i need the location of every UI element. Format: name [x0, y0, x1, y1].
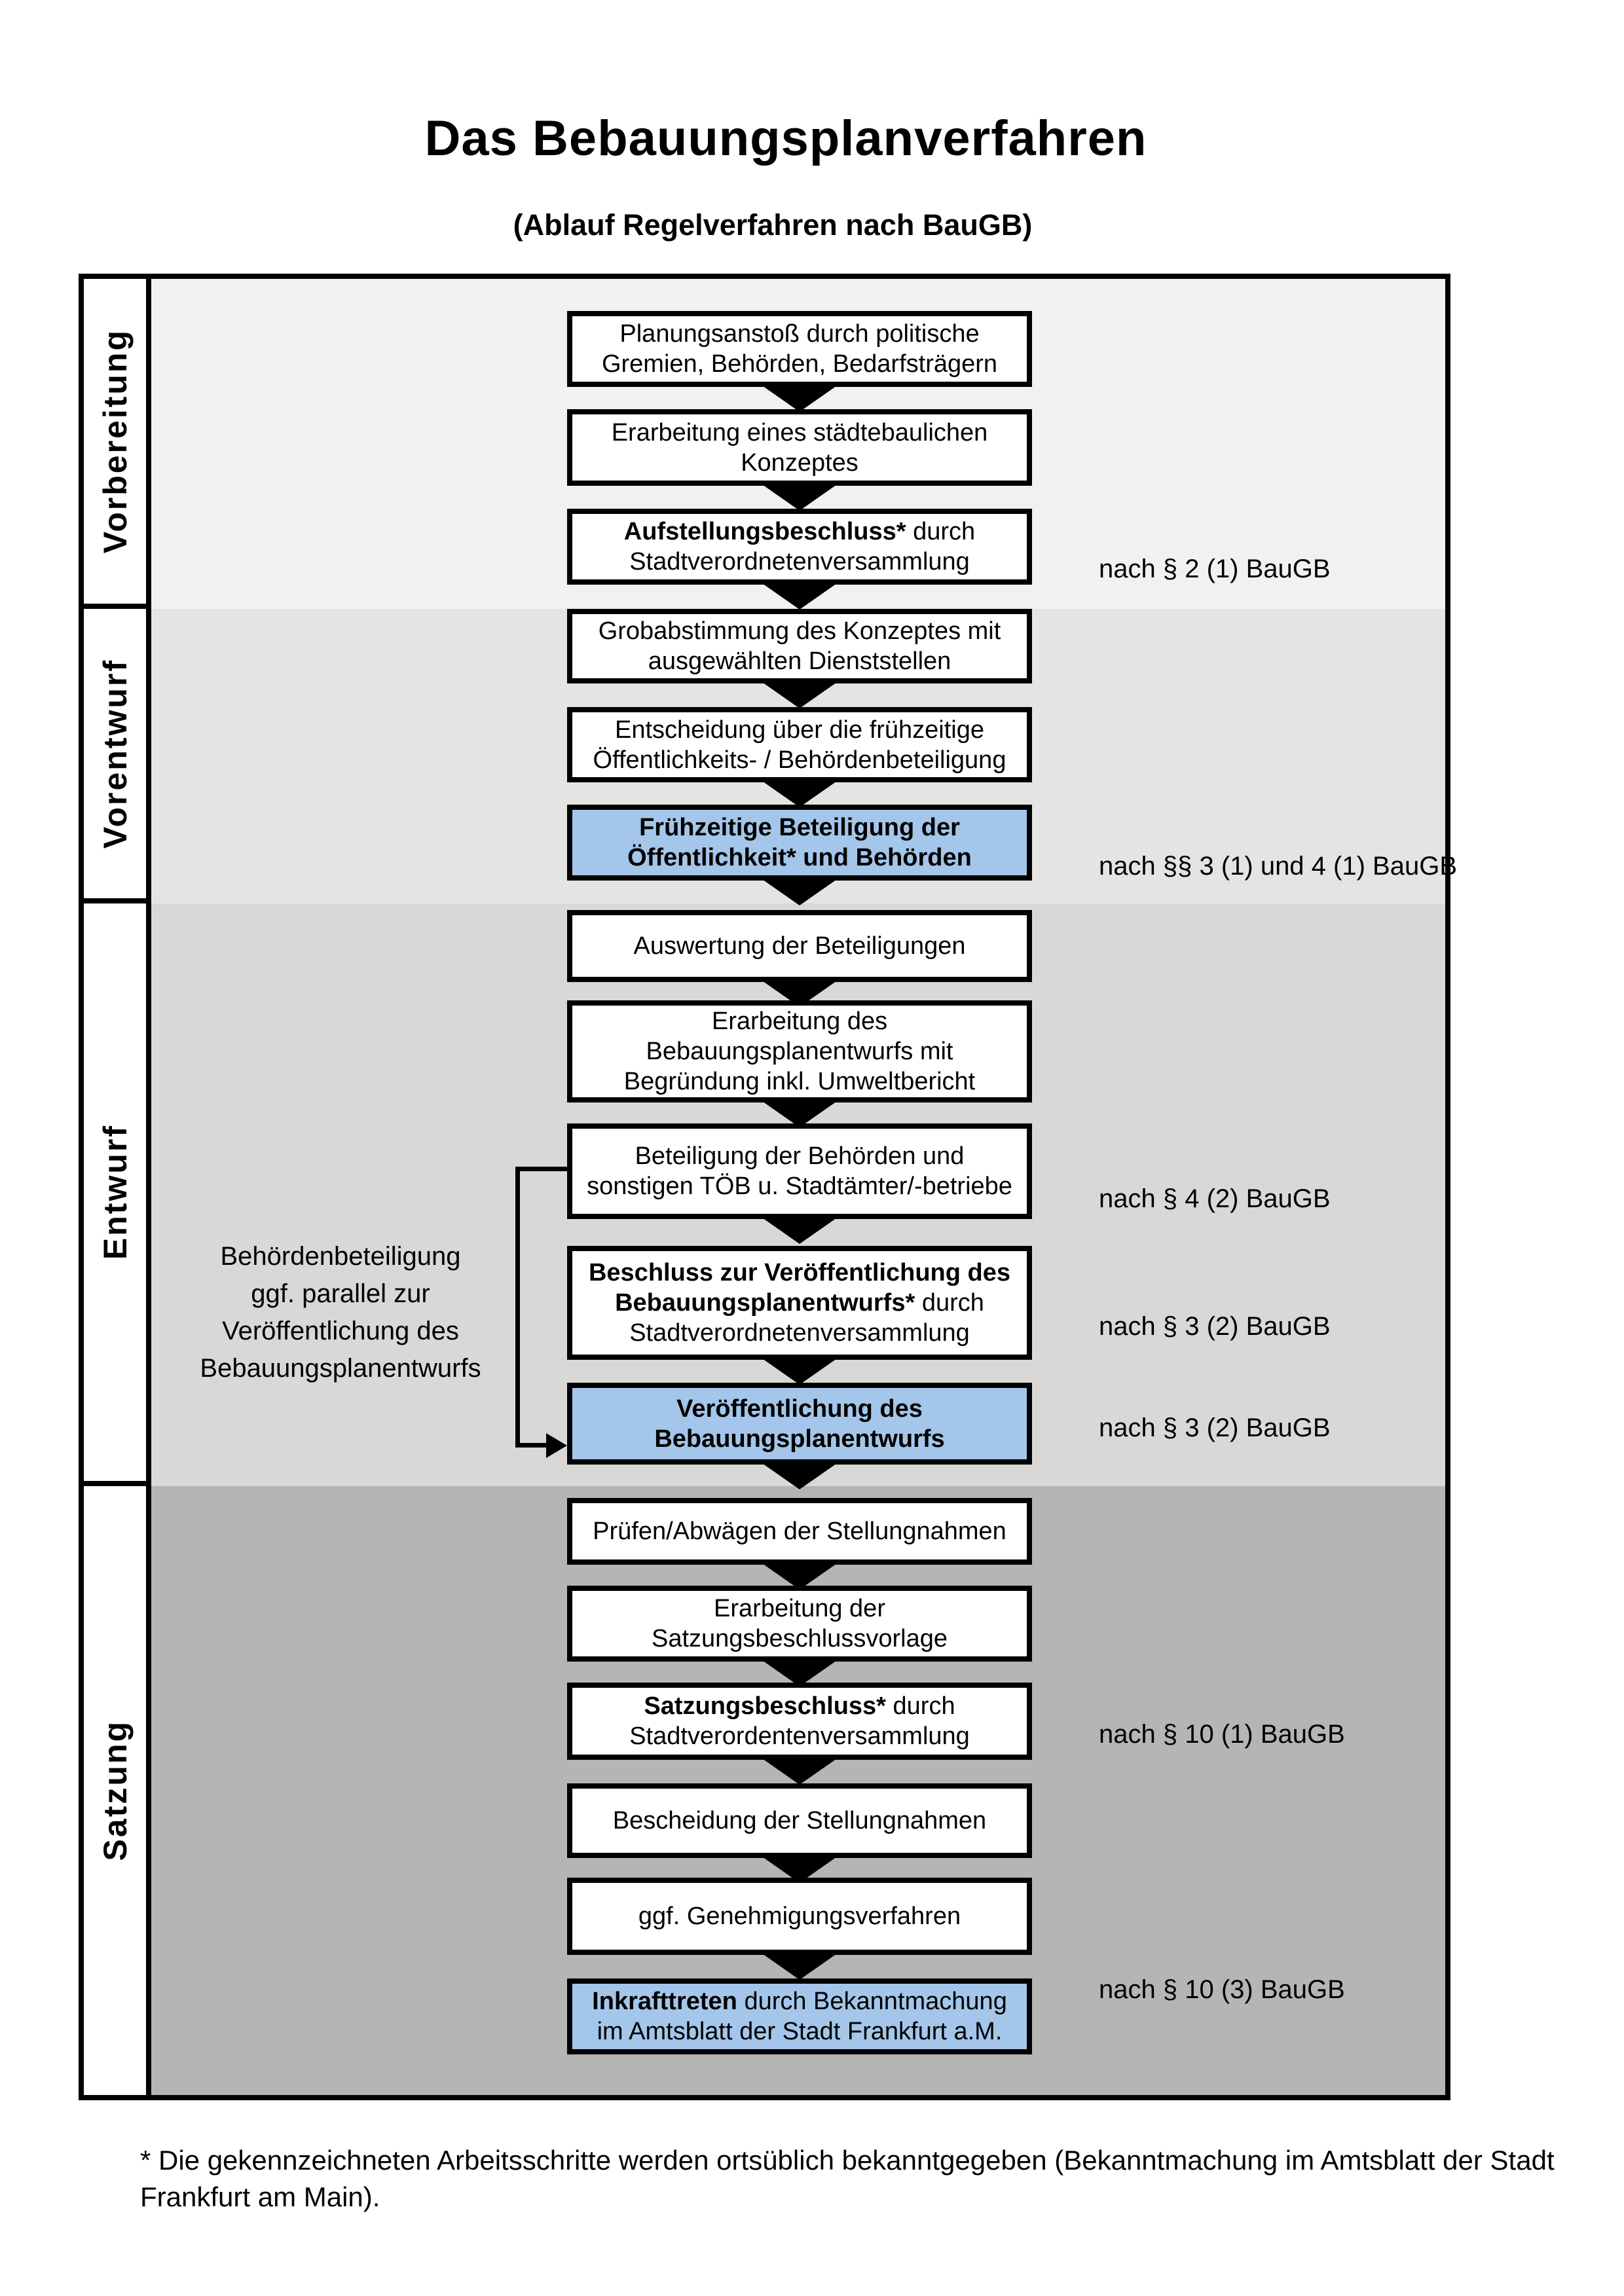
- page-subtitle: (Ablauf Regelverfahren nach BauGB): [513, 208, 1033, 242]
- flow-step-auswertung-beteiligungen: Auswertung der Beteiligungen: [567, 910, 1032, 982]
- flow-arrow-down-icon: [760, 780, 839, 807]
- step-text-line: Veröffentlichung des: [676, 1394, 923, 1423]
- step-text-line: Bebauungsplanentwurfs: [654, 1425, 945, 1453]
- footnote-line: Frankfurt am Main).: [140, 2181, 380, 2212]
- flow-step-genehmigungsverfahren: ggf. Genehmigungsverfahren: [567, 1878, 1032, 1955]
- step-text-line: sonstigen TÖB u. Stadtämter/-betriebe: [587, 1173, 1012, 1200]
- phase-label-column: Vorbereitung Vorentwurf Entwurf Satzung: [84, 279, 151, 2095]
- step-text-line: Stadtverordnetenversammlung: [629, 1319, 970, 1347]
- flow-arrow-down-icon: [760, 1952, 839, 1980]
- step-text-line: Bebauungsplanentwurfs* durch: [615, 1289, 984, 1317]
- side-note-line: Bebauungsplanentwurfs: [200, 1354, 481, 1383]
- phase-label-entwurf: Entwurf: [96, 1124, 134, 1260]
- flow-arrow-down-icon: [760, 1100, 839, 1127]
- step-text-line: Erarbeitung der: [714, 1595, 885, 1622]
- side-note-line: ggf. parallel zur: [251, 1279, 430, 1308]
- law-reference: nach § 4 (2) BauGB: [1099, 1184, 1331, 1213]
- phase-label-vorbereitung: Vorbereitung: [96, 329, 134, 554]
- step-text-line: Aufstellungsbeschluss* durch: [623, 518, 976, 545]
- step-text-line: Prüfen/Abwägen der Stellungnahmen: [593, 1518, 1006, 1545]
- flow-arrow-down-icon: [760, 878, 839, 905]
- step-text-line: Satzungsbeschluss* durch: [644, 1692, 955, 1720]
- step-text-line: Erarbeitung eines städtebaulichen: [611, 418, 988, 446]
- step-text-line: ggf. Genehmigungsverfahren: [638, 1903, 961, 1930]
- law-reference: nach § 10 (1) BauGB: [1099, 1720, 1345, 1749]
- step-text-line: ausgewählten Dienststellen: [648, 647, 951, 675]
- step-text-line: Konzeptes: [741, 448, 858, 477]
- page-title: Das Bebauungsplanverfahren: [424, 111, 1147, 166]
- flow-arrow-down-icon: [760, 1659, 839, 1686]
- flow-step-pruefen-abwaegen-stellungnahmen: Prüfen/Abwägen der Stellungnahmen: [567, 1498, 1032, 1565]
- phase-cell-vorentwurf: Vorentwurf: [84, 609, 146, 903]
- law-reference: nach § 3 (2) BauGB: [1099, 1413, 1331, 1442]
- law-reference: nach §§ 3 (1) und 4 (1) BauGB: [1099, 852, 1457, 881]
- parallel-connector-arrowhead-icon: [546, 1433, 567, 1458]
- step-text-line: Inkrafttreten durch Bekanntmachung: [592, 1988, 1007, 2015]
- step-text-line: Auswertung der Beteiligungen: [633, 932, 966, 960]
- flow-arrow-down-icon: [760, 384, 839, 412]
- step-text-line: Bescheidung der Stellungnahmen: [612, 1807, 987, 1834]
- step-text-line: Erarbeitung des: [711, 1008, 888, 1035]
- phase-label-satzung: Satzung: [96, 1720, 134, 1861]
- footnote: * Die gekennzeichneten Arbeitsschritte w…: [140, 2142, 1561, 2215]
- flow-arrow-down-icon: [760, 582, 839, 610]
- step-text-line: Gremien, Behörden, Bedarfsträgern: [601, 350, 998, 378]
- parallel-connector-bottom: [515, 1443, 548, 1448]
- step-text-line: Öffentlichkeits- / Behördenbeteiligung: [593, 746, 1006, 774]
- law-reference: nach § 2 (1) BauGB: [1099, 555, 1331, 583]
- side-note: Behördenbeteiligung ggf. parallel zur Ve…: [196, 1238, 485, 1387]
- flow-arrow-down-icon: [760, 681, 839, 708]
- flow-arrow-down-icon: [760, 1562, 839, 1590]
- phase-cell-entwurf: Entwurf: [84, 903, 146, 1486]
- side-note-line: Behördenbeteiligung: [220, 1242, 461, 1271]
- flow-arrow-down-icon: [760, 1757, 839, 1785]
- flow-step-bescheidung-stellungnahmen: Bescheidung der Stellungnahmen: [567, 1783, 1032, 1858]
- step-text-line: Begründung inkl. Umweltbericht: [623, 1068, 976, 1095]
- phase-cell-satzung: Satzung: [84, 1486, 146, 2095]
- parallel-connector-top: [515, 1167, 567, 1171]
- flow-arrow-down-icon: [760, 1357, 839, 1385]
- step-text-line: Satzungsbeschlussvorlage: [651, 1625, 948, 1652]
- step-text-line: Entscheidung über die frühzeitige: [614, 716, 985, 744]
- step-text-line: im Amtsblatt der Stadt Frankfurt a.M.: [597, 2018, 1003, 2045]
- step-text-line: Beteiligung der Behörden und: [635, 1142, 965, 1170]
- flow-step-inkrafttreten: Inkrafttreten durch Bekanntmachung im Amt…: [567, 1978, 1032, 2054]
- flow-arrow-down-icon: [760, 1216, 839, 1244]
- step-text-line: Stadtverordnetenversammlung: [629, 548, 970, 575]
- parallel-connector-vertical: [515, 1167, 520, 1448]
- law-reference: nach § 10 (3) BauGB: [1099, 1975, 1345, 2004]
- flow-arrow-down-icon: [760, 483, 839, 511]
- step-text-line: Grobabstimmung des Konzeptes mit: [598, 617, 1001, 645]
- step-text-line: Planungsanstoß durch politische: [619, 320, 980, 348]
- side-note-line: Veröffentlichung des: [222, 1317, 459, 1345]
- phase-cell-vorbereitung: Vorbereitung: [84, 279, 146, 609]
- footnote-line: * Die gekennzeichneten Arbeitsschritte w…: [140, 2145, 1555, 2176]
- flow-arrow-down-icon: [760, 1462, 839, 1489]
- step-text-line: Stadtverordentenversammlung: [629, 1722, 970, 1750]
- flow-step-beteiligung-behoerden-toeb: Beteiligung der Behörden und sonstigen TÖ…: [567, 1123, 1032, 1219]
- law-reference: nach § 3 (2) BauGB: [1099, 1312, 1331, 1341]
- step-text-line: Frühzeitige Beteiligung der: [639, 814, 960, 841]
- step-text-line: Öffentlichkeit* und Behörden: [627, 844, 972, 871]
- step-text-line: Bebauungsplanentwurfs mit: [646, 1038, 953, 1065]
- step-text-line: Beschluss zur Veröffentlichung des: [588, 1259, 1011, 1286]
- phase-label-vorentwurf: Vorentwurf: [96, 658, 134, 849]
